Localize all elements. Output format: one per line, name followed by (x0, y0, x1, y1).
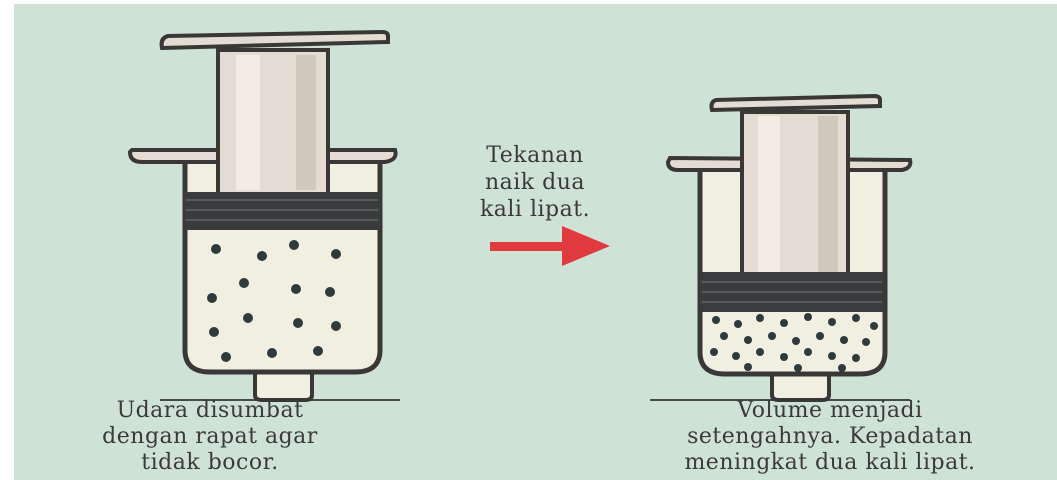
pressure-note: Tekanan naik dua kali lipat. (435, 142, 635, 223)
pressure-note-line: kali lipat. (435, 196, 635, 223)
right-syringe-icon (650, 96, 910, 400)
arrow-right-icon (490, 226, 610, 266)
caption-line: tidak bocor. (60, 450, 360, 476)
caption-line: meningkat dua kali lipat. (600, 450, 1057, 476)
left-syringe-icon (130, 32, 400, 400)
caption-line: setengahnya. Kepadatan (600, 424, 1057, 450)
caption-line: Volume menjadi (600, 398, 1057, 424)
caption-line: Udara disumbat (60, 398, 360, 424)
caption-line: dengan rapat agar (60, 424, 360, 450)
pressure-note-line: Tekanan (435, 142, 635, 169)
left-syringe-caption: Udara disumbat dengan rapat agar tidak b… (60, 398, 360, 476)
pressure-note-line: naik dua (435, 169, 635, 196)
right-syringe-caption: Volume menjadi setengahnya. Kepadatan me… (600, 398, 1057, 476)
